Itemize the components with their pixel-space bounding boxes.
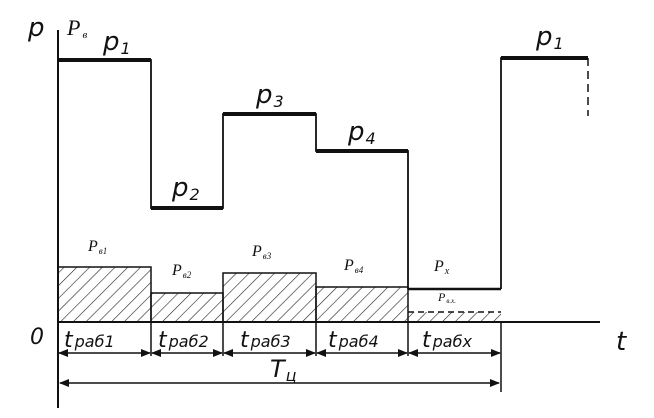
p3-label: p3 bbox=[255, 80, 284, 111]
pv3-label: Pв3 bbox=[251, 243, 272, 261]
loss-area-4 bbox=[315, 286, 409, 323]
loss-area-3 bbox=[222, 272, 317, 323]
pv2-label: Pв2 bbox=[171, 262, 192, 280]
y-axis-label: p bbox=[27, 13, 45, 43]
origin-label: 0 bbox=[30, 325, 44, 350]
cycle-label: Tц bbox=[270, 355, 297, 385]
p2-label: p2 bbox=[171, 173, 200, 204]
loss-area-2 bbox=[150, 292, 224, 323]
pvx-label: Pв.х. bbox=[437, 290, 456, 305]
p4-label: p4 bbox=[347, 117, 376, 148]
loss-area-x bbox=[408, 312, 501, 322]
px-label: Px bbox=[433, 258, 450, 277]
x-axis-label: t bbox=[616, 327, 627, 357]
loss-area-1 bbox=[57, 266, 152, 323]
pv4-label: Pв4 bbox=[343, 257, 364, 275]
p1-repeat-label: p1 bbox=[535, 22, 564, 53]
pv1-label: Pв1 bbox=[87, 238, 107, 256]
p1-label: p1 bbox=[102, 27, 131, 58]
load-profile-outline bbox=[58, 57, 588, 289]
